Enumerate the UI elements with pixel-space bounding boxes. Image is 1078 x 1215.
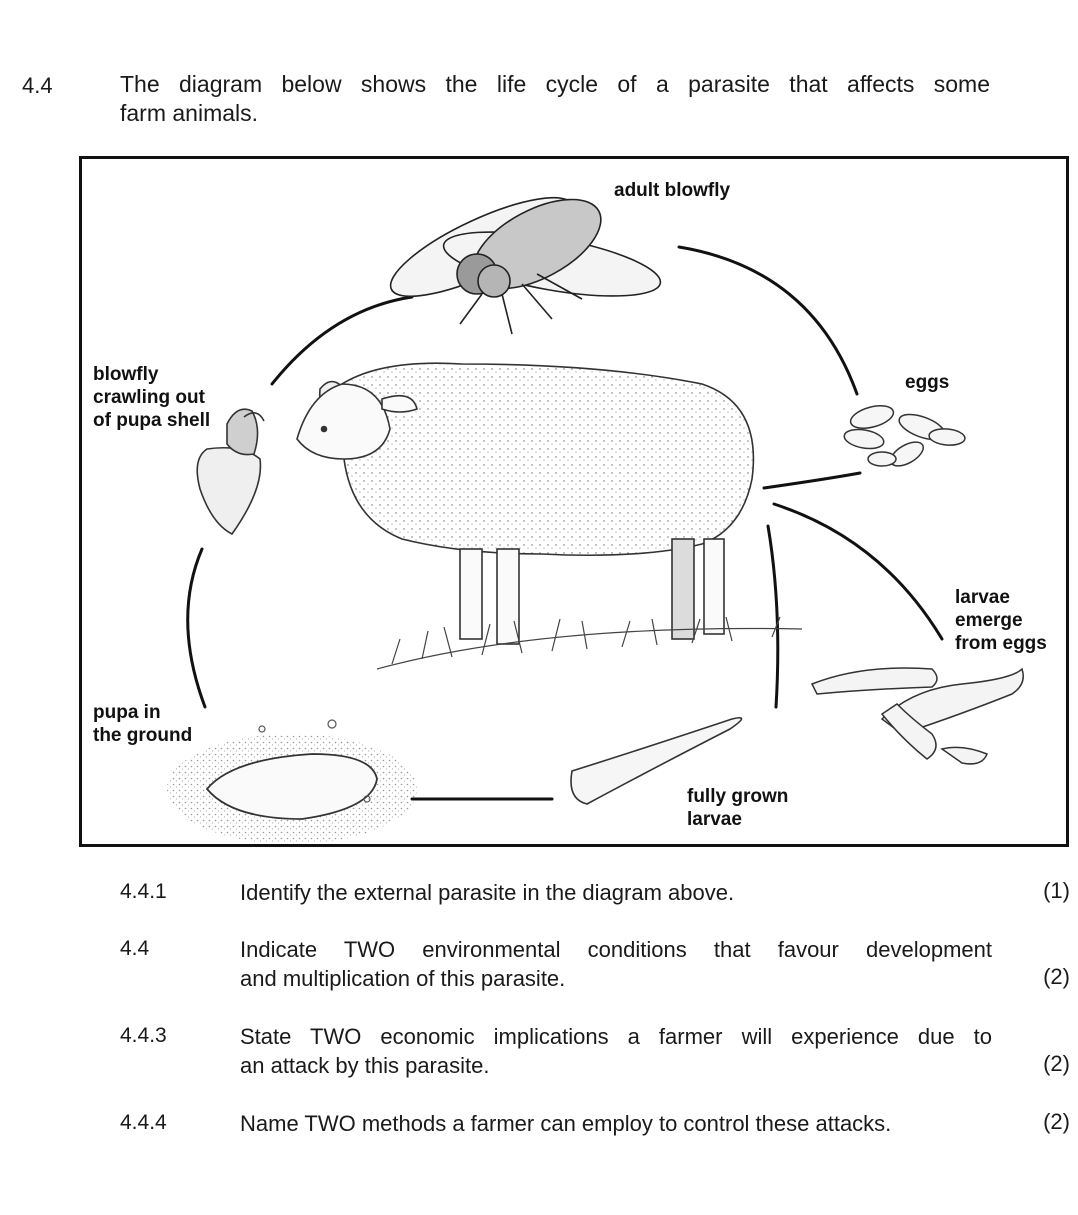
question-number: 4.4: [22, 73, 53, 98]
arc-to-fully-grown: [766, 524, 780, 709]
arc-fly-to-eggs: [677, 245, 859, 396]
label-blowfly-crawling: blowfly crawling out of pupa shell: [93, 363, 210, 432]
intro-line-1: The diagram below shows the life cycle o…: [120, 71, 990, 97]
subquestion-1-line1: Identify the external parasite in the di…: [240, 880, 735, 905]
subquestion-3-line1: State TWO economic implications a farmer…: [240, 1024, 992, 1049]
subquestion-2-number: 4.4: [120, 937, 150, 960]
arc-to-larvae: [772, 502, 944, 641]
subquestion-3-marks: (2): [1043, 1051, 1070, 1076]
label-larvae-emerge-line1: larvae: [955, 587, 1010, 608]
subquestion-3-number: 4.4.3: [120, 1024, 167, 1047]
subquestion-2-text: Indicate TWO environmental conditions th…: [240, 935, 992, 993]
subquestion-4-marks: (2): [1043, 1109, 1070, 1134]
label-adult-blowfly: adult blowfly: [614, 180, 731, 201]
subquestion-2-line1: Indicate TWO environmental conditions th…: [240, 937, 992, 962]
subquestion-2-line2: and multiplication of this parasite.: [240, 966, 566, 991]
fully-grown-larva-drawing: [570, 716, 743, 805]
life-cycle-diagram: adult blowfly eggs larvae emerge from eg…: [79, 156, 1069, 847]
subquestion-4-line1: Name TWO methods a farmer can employ to …: [240, 1111, 892, 1136]
grass-drawing: [376, 616, 803, 670]
subquestion-4-number: 4.4.4: [120, 1111, 167, 1134]
eggs-drawing: [843, 405, 966, 467]
subquestion-3-text: State TWO economic implications a farmer…: [240, 1022, 992, 1080]
arc-crawling-to-fly: [270, 295, 414, 386]
subquestion-3-line2: an attack by this parasite.: [240, 1053, 490, 1078]
arc-pupa-to-crawling: [186, 547, 207, 709]
label-crawling-line3: of pupa shell: [93, 410, 211, 431]
label-pupa-line2: the ground: [93, 725, 193, 746]
label-larvae-emerge-line2: emerge: [955, 610, 1023, 631]
arc-sheep-to-eggs: [762, 471, 862, 490]
label-larvae-emerge: larvae emerge from eggs: [955, 586, 1047, 655]
label-crawling-line2: crawling out: [93, 387, 205, 408]
cycle-arcs: [186, 245, 944, 801]
label-eggs: eggs: [905, 372, 950, 393]
subquestion-1-text: Identify the external parasite in the di…: [240, 878, 1000, 907]
life-cycle-illustration: [167, 196, 1024, 844]
subquestion-1-number: 4.4.1: [120, 880, 167, 903]
subquestion-2-marks: (2): [1043, 964, 1070, 989]
label-fully-grown-larvae: fully grown larvae: [687, 785, 788, 831]
label-larvae-emerge-line3: from eggs: [955, 633, 1047, 654]
crawling-blowfly-drawing: [196, 408, 265, 536]
pupa-in-ground-drawing: [167, 719, 417, 844]
label-fully-grown-line1: fully grown: [687, 786, 789, 807]
label-pupa-in-ground: pupa in the ground: [93, 701, 192, 747]
label-crawling-line1: blowfly: [93, 364, 159, 385]
emerging-larvae-drawing: [810, 667, 1024, 765]
adult-blowfly-drawing: [389, 196, 662, 335]
subquestion-1-marks: (1): [1043, 878, 1070, 903]
subquestion-4-text: Name TWO methods a farmer can employ to …: [240, 1109, 1020, 1138]
label-pupa-line1: pupa in: [93, 702, 161, 723]
question-intro: The diagram below shows the life cycle o…: [120, 70, 990, 128]
intro-line-2: farm animals.: [120, 100, 259, 126]
sheep-drawing: [296, 362, 755, 645]
label-fully-grown-line2: larvae: [687, 809, 742, 830]
